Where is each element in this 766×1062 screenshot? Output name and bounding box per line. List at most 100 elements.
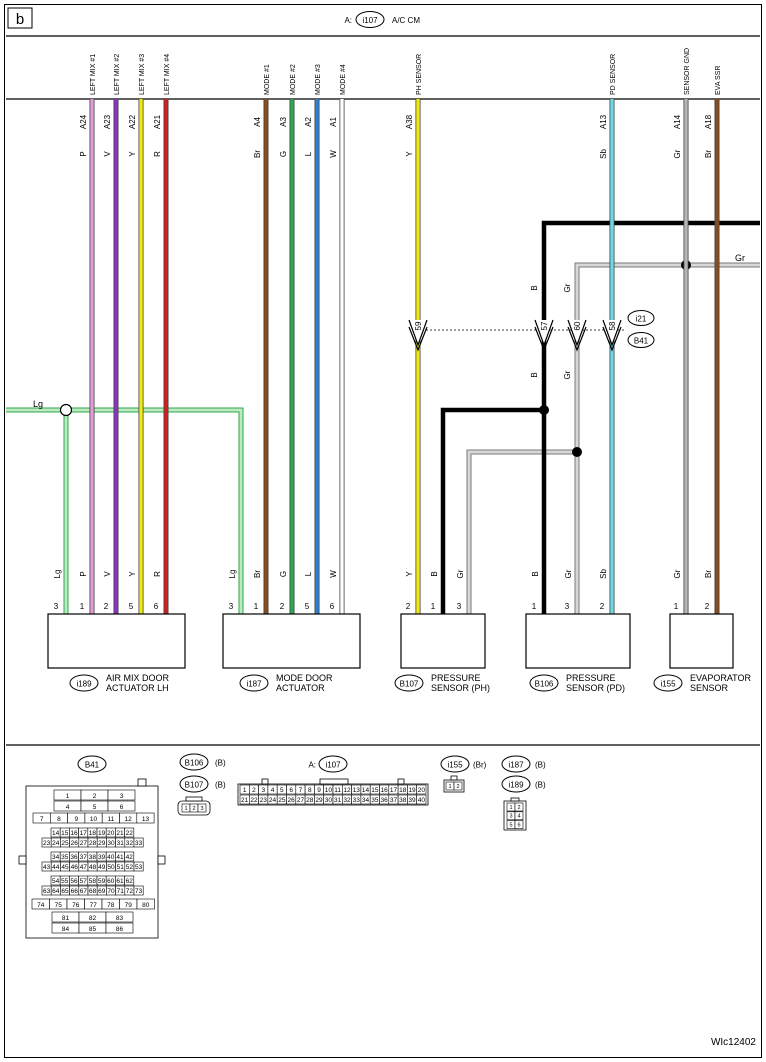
i107-tag-oval [318,755,348,773]
pin-color-i189-6: R [153,571,162,577]
pin-color-i189-5: Y [128,571,137,577]
i107-pin-23: 23 [260,797,268,804]
pin-number-B106-3: 3 [565,602,570,611]
i189-pin-6: 6 [517,822,520,828]
i107-pin-25: 25 [278,797,286,804]
i107-tag: i107 [325,761,341,770]
i107-pin-3: 3 [261,787,265,794]
pin-number-B107-1: 1 [431,602,436,611]
component-name1-i155: EVAPORATOR [690,673,752,683]
i189-suffix: (B) [535,781,546,790]
wire-color-lm4: R [153,151,162,157]
i107-pin-35: 35 [371,797,379,804]
wires-layer [89,99,720,614]
component-box-i189 [47,613,186,669]
i107-pin-14: 14 [362,787,370,794]
joint-pin-58: 58 [608,321,617,330]
wire-pin-md2: A3 [279,117,288,127]
b41-pin-83: 83 [116,915,124,922]
b41-pin-46: 46 [71,864,79,871]
b41-pin-65: 65 [61,888,69,895]
pin-color-i187-1: Br [253,570,262,578]
wire-color-gnd: Gr [673,149,682,158]
component-tag-i189: i189 [76,680,92,689]
i189-tag-oval [501,775,531,793]
b107-pin-3: 3 [200,806,203,812]
b41-pin-23: 23 [43,840,51,847]
b41-pin-12: 12 [125,816,133,823]
wire-pin-gnd: A14 [673,114,682,129]
b41-pin-49: 49 [98,864,106,871]
i107-pin-28: 28 [306,797,314,804]
wire-top-label-md3: MODE #3 [315,64,322,95]
b41-pin-32: 32 [126,840,134,847]
wire-top-label-lm4: LEFT MIX #4 [164,54,171,95]
pin-number-i189-3: 3 [54,602,59,611]
b41-pin-86: 86 [116,926,124,933]
gr-splice-lower [572,447,582,457]
pin-number-i155-2: 2 [705,602,710,611]
b41-pin-1: 1 [66,793,70,800]
b41-pin-26: 26 [71,840,79,847]
joint-pin-60: 60 [573,321,582,330]
joint-connector-59: 59 [408,319,428,352]
wire-top-label-gnd: SENSOR GND [684,48,691,95]
wire-color-lm3: Y [128,151,137,157]
pin-color-B107-1: B [430,571,439,576]
wire-top-label-eva: EVA SSR [715,66,722,95]
b41-pin-79: 79 [125,902,133,909]
b41-pin-63: 63 [43,888,51,895]
b41-pin-50: 50 [107,864,115,871]
b41-pin-13: 13 [142,816,150,823]
pin-number-i189-6: 6 [154,602,159,611]
b107-pin-1: 1 [184,806,187,812]
b107-tag: B107 [185,781,204,790]
b41-pin-68: 68 [89,888,97,895]
b41-pin-25: 25 [61,840,69,847]
b41-pin-37: 37 [80,854,88,861]
i187-suffix: (B) [535,761,546,770]
b41-pin-38: 38 [89,854,97,861]
joint-tag-1: i21 [636,315,647,324]
component-box-B107 [400,613,486,669]
component-name1-i187: MODE DOOR [276,673,333,683]
pin-color-i189-1: P [79,571,88,576]
b41-pin-44: 44 [52,864,60,871]
i107-pin-38: 38 [399,797,407,804]
b41-pin-19: 19 [98,830,106,837]
i107-pin-10: 10 [325,787,333,794]
i107-pin-20: 20 [418,787,426,794]
header-connector-oval [355,11,385,28]
pin-color-i155-1: Gr [673,569,682,578]
i107-pin-16: 16 [381,787,389,794]
i189-pin-3: 3 [509,814,512,820]
i107-pin-31: 31 [334,797,342,804]
b41-pin-5: 5 [93,804,97,811]
component-name1-B106: PRESSURE [566,673,616,683]
pin-color-B106-1: B [531,571,540,576]
b41-pin-16: 16 [70,830,78,837]
component-name2-B107: SENSOR (PH) [431,683,490,693]
pin-number-i187-5: 5 [305,602,310,611]
i107-prefix: A: [308,761,316,770]
wire-pin-pd: A13 [599,114,608,129]
pin-number-B106-2: 2 [600,602,605,611]
b41-pin-2: 2 [93,793,97,800]
component-name2-i155: SENSOR [690,683,729,693]
gr-wire-right [466,262,760,614]
b41-pin-9: 9 [74,816,78,823]
wire-pin-ph: A38 [405,114,414,129]
wire-top-label-md2: MODE #2 [290,64,297,95]
page-label-box [7,7,33,29]
i107-pin-33: 33 [353,797,361,804]
b41-pin-45: 45 [61,864,69,871]
joint-pin-59: 59 [414,321,423,330]
b41-pin-18: 18 [89,830,97,837]
b41-pin-69: 69 [98,888,106,895]
b107-pin-2: 2 [192,806,195,812]
component-tag-oval-i155 [653,674,683,692]
